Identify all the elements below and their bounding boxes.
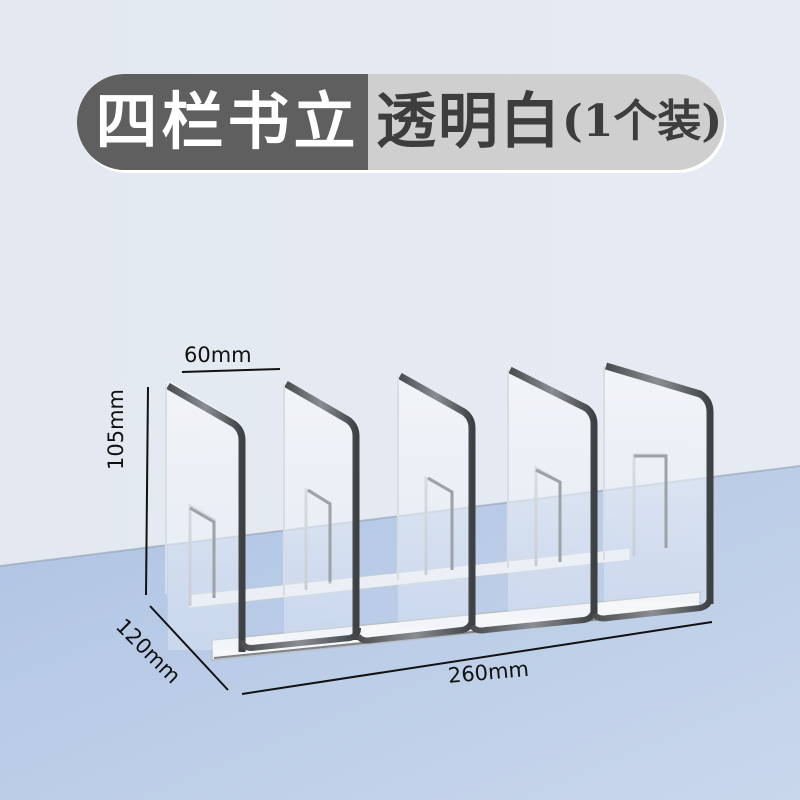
banner-subtitle-segment: 透明白 (1个装) bbox=[368, 74, 724, 170]
width-dimension-line bbox=[181, 368, 281, 373]
product-color-label: 透明白 bbox=[376, 87, 562, 157]
depth-dimension-line bbox=[149, 605, 229, 691]
width-dimension-label: 60mm bbox=[184, 343, 252, 367]
panel-5 bbox=[603, 362, 714, 604]
panel-2 bbox=[283, 380, 360, 640]
panel-3 bbox=[397, 372, 476, 628]
slot-frames bbox=[239, 595, 713, 651]
height-dimension-line bbox=[145, 386, 149, 596]
dimension-lines bbox=[145, 368, 713, 695]
height-dimension-label: 105mm bbox=[104, 389, 128, 470]
panel-cutouts bbox=[189, 454, 668, 598]
title-banner: 四栏书立 透明白 (1个装) bbox=[77, 74, 724, 170]
length-dimension-line bbox=[241, 621, 713, 695]
banner-title-segment: 四栏书立 bbox=[77, 74, 368, 170]
panel-4 bbox=[507, 366, 598, 618]
product-quantity-label: (1个装) bbox=[562, 96, 723, 147]
product-title: 四栏书立 bbox=[95, 85, 360, 158]
